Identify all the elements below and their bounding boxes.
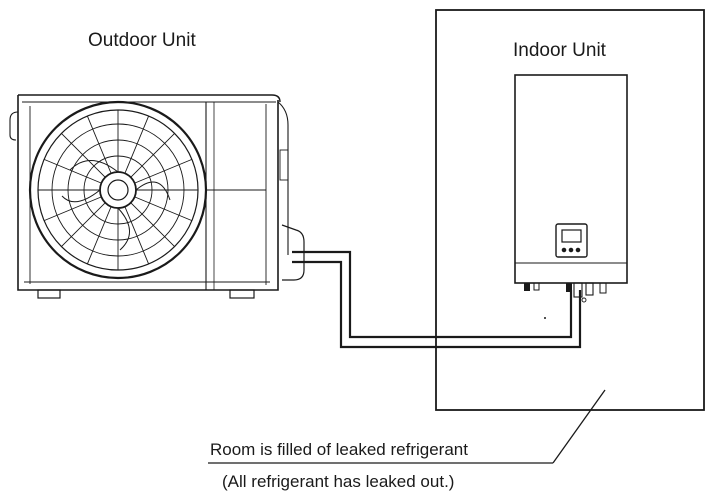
fan-grille-spoke [86,206,112,265]
fan-grille-spoke [134,196,193,222]
room-outline [435,9,705,411]
leak-caption: Room is filled of leaked refrigerant [210,440,468,459]
outdoor-unit-label: Outdoor Unit [88,30,196,51]
fan-grille-spoke [130,202,175,247]
indoor-unit [514,74,628,319]
fan-grille-spoke [124,115,150,174]
fan-grille-spoke [61,133,106,178]
fan-grille-spoke [134,158,193,184]
fan [28,100,208,280]
caption-leader [208,389,606,464]
control-panel [555,223,588,258]
fan-grille-spoke [43,196,102,222]
fan-grille-spoke [124,206,150,265]
indoor-unit-label: Indoor Unit [513,40,606,61]
leak-caption-note: (All refrigerant has leaked out.) [222,472,455,491]
refrigerant-pipes [292,250,582,349]
fan-grille-spoke [61,202,106,247]
fan-grille-spoke [86,115,112,174]
fan-grille-spoke [43,158,102,184]
fan-grille-spoke [130,133,175,178]
outdoor-unit [9,94,305,299]
